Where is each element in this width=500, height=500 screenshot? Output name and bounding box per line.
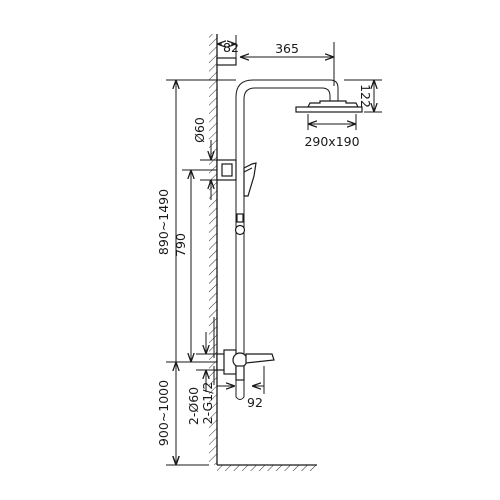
dim-upper-pipe-diameter-label: Ø60 <box>192 117 207 143</box>
dim-spout-length: 92 <box>217 366 265 410</box>
shower-head <box>295 100 363 113</box>
dim-lower-pipe-diameter-label: 2-Ø60 <box>186 387 201 425</box>
slider-bracket <box>234 213 246 236</box>
hand-shower <box>243 162 257 197</box>
shower-riser-pipe <box>235 79 339 395</box>
dim-arm-length-label: 365 <box>275 41 299 56</box>
wall <box>209 34 218 465</box>
top-wall-bracket <box>216 57 237 66</box>
dim-total-height-label: 890~1490 <box>156 189 171 255</box>
dim-upper-pipe-diameter: Ø60 <box>192 117 222 200</box>
mixer-valve <box>216 349 275 400</box>
dim-thread-size: 2-G1/2 <box>200 317 215 424</box>
dim-thread-size-label: 2-G1/2 <box>200 382 215 425</box>
dim-spout-length-label: 92 <box>247 395 263 410</box>
dim-head-height: 122 <box>344 79 382 113</box>
dim-floor-height-label: 900~1000 <box>156 380 171 446</box>
dim-head-size: 290x190 <box>304 114 360 149</box>
dim-wall-gap-label: 82 <box>223 40 239 55</box>
floor <box>217 464 317 471</box>
dim-wall-gap: 82 <box>216 35 239 62</box>
dim-floor-height: 900~1000 <box>156 361 196 465</box>
dim-connection-height-label: 790 <box>173 233 188 257</box>
dim-head-size-label: 290x190 <box>304 134 359 149</box>
dim-arm-length: 365 <box>240 41 335 86</box>
dim-head-height-label: 122 <box>358 84 373 108</box>
upper-wall-connection <box>216 159 237 181</box>
